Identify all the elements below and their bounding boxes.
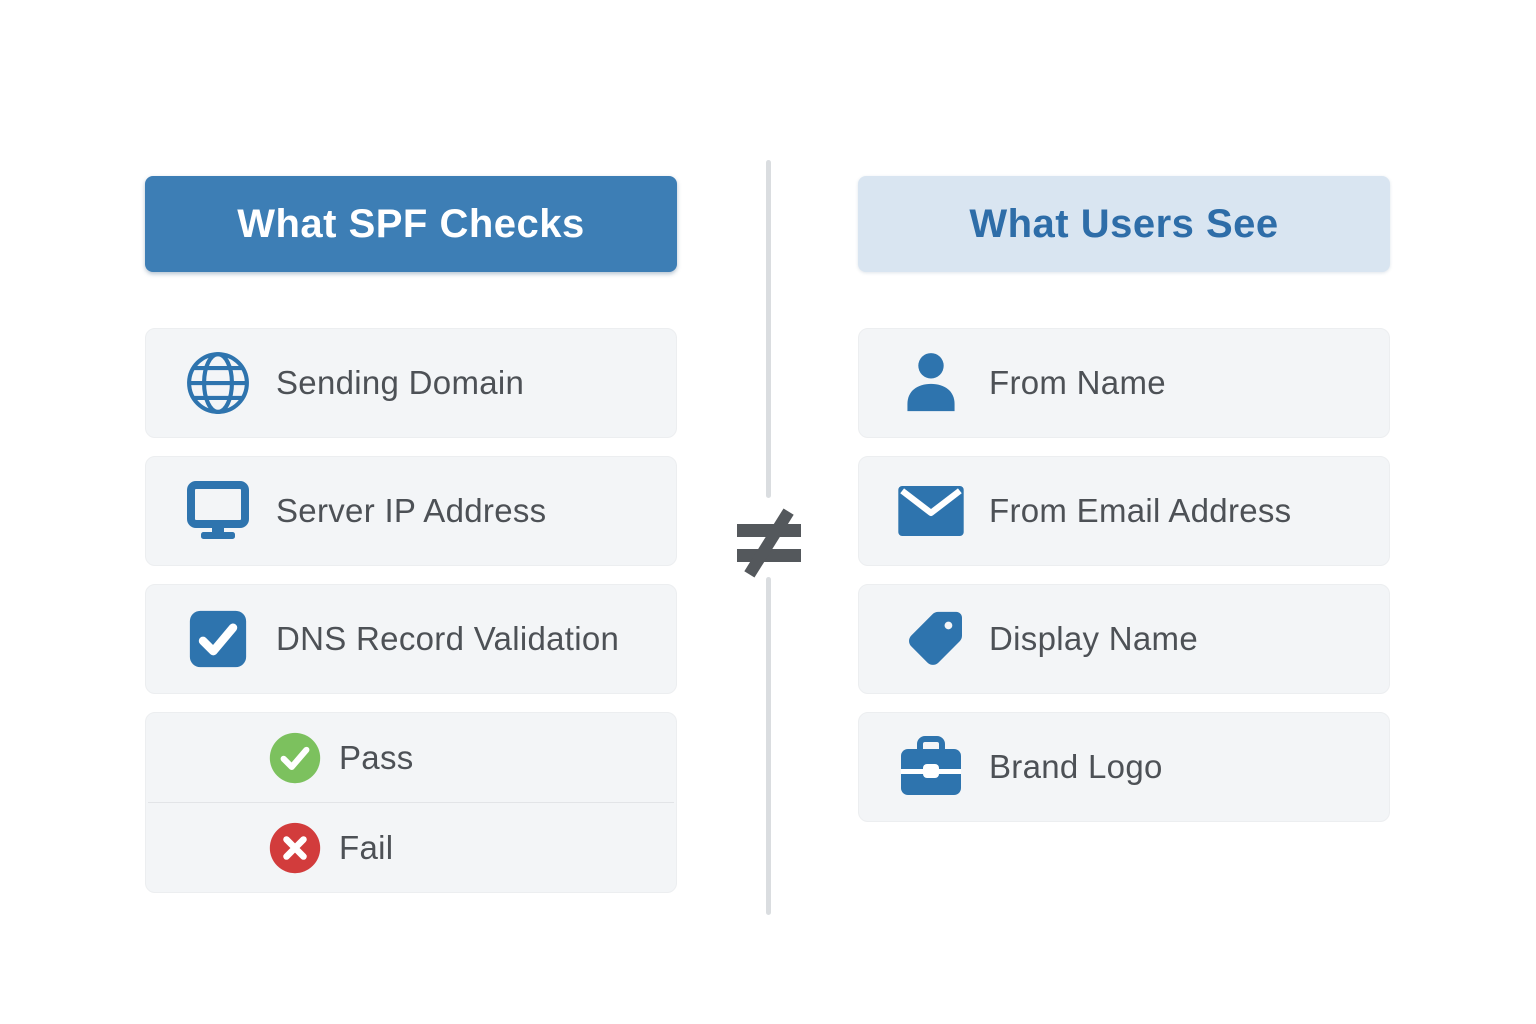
list-item-label: From Name (989, 364, 1166, 401)
spf-checks-header-label: What SPF Checks (237, 201, 585, 246)
results-divider-line (148, 802, 674, 803)
list-item-label: Brand Logo (989, 748, 1163, 785)
list-item-label: DNS Record Validation (276, 620, 620, 657)
list-item-sending-domain: Sending Domain (145, 328, 677, 438)
result-label-fail: Fail (339, 828, 394, 866)
envelope-icon (897, 477, 965, 545)
users-see-header: What Users See (858, 176, 1390, 272)
result-row-pass: Pass (146, 713, 676, 802)
list-item-from-email: From Email Address (858, 456, 1390, 566)
check-circle-icon (269, 732, 321, 784)
list-item-brand-logo: Brand Logo (858, 712, 1390, 822)
monitor-icon (184, 477, 252, 545)
checkbox-icon (184, 605, 252, 673)
vertical-divider-bottom (766, 577, 771, 915)
spf-checks-panel: What SPF Checks Sending Domain (145, 176, 677, 893)
list-item-label: Sending Domain (276, 364, 525, 401)
briefcase-icon (897, 733, 965, 801)
list-item-server-ip: Server IP Address (145, 456, 677, 566)
users-see-panel: What Users See From Name From Email Addr… (858, 176, 1390, 840)
tag-icon (897, 605, 965, 673)
globe-icon (184, 349, 252, 417)
user-icon (897, 349, 965, 417)
list-item-label: From Email Address (989, 492, 1292, 529)
list-item-from-name: From Name (858, 328, 1390, 438)
x-circle-icon (269, 822, 321, 874)
result-label-pass: Pass (339, 738, 414, 776)
not-equal-symbol: ≠ (737, 508, 801, 578)
users-see-header-label: What Users See (969, 201, 1279, 246)
list-item-dns-validation: DNS Record Validation (145, 584, 677, 694)
list-item-label: Server IP Address (276, 492, 547, 529)
list-item-display-name: Display Name (858, 584, 1390, 694)
spf-results-box: Pass Fail (145, 712, 677, 893)
list-item-label: Display Name (989, 620, 1198, 657)
result-row-fail: Fail (146, 803, 676, 892)
not-equal-symbol-text: ≠ (737, 513, 738, 514)
spf-checks-header: What SPF Checks (145, 176, 677, 272)
vertical-divider-top (766, 160, 771, 498)
